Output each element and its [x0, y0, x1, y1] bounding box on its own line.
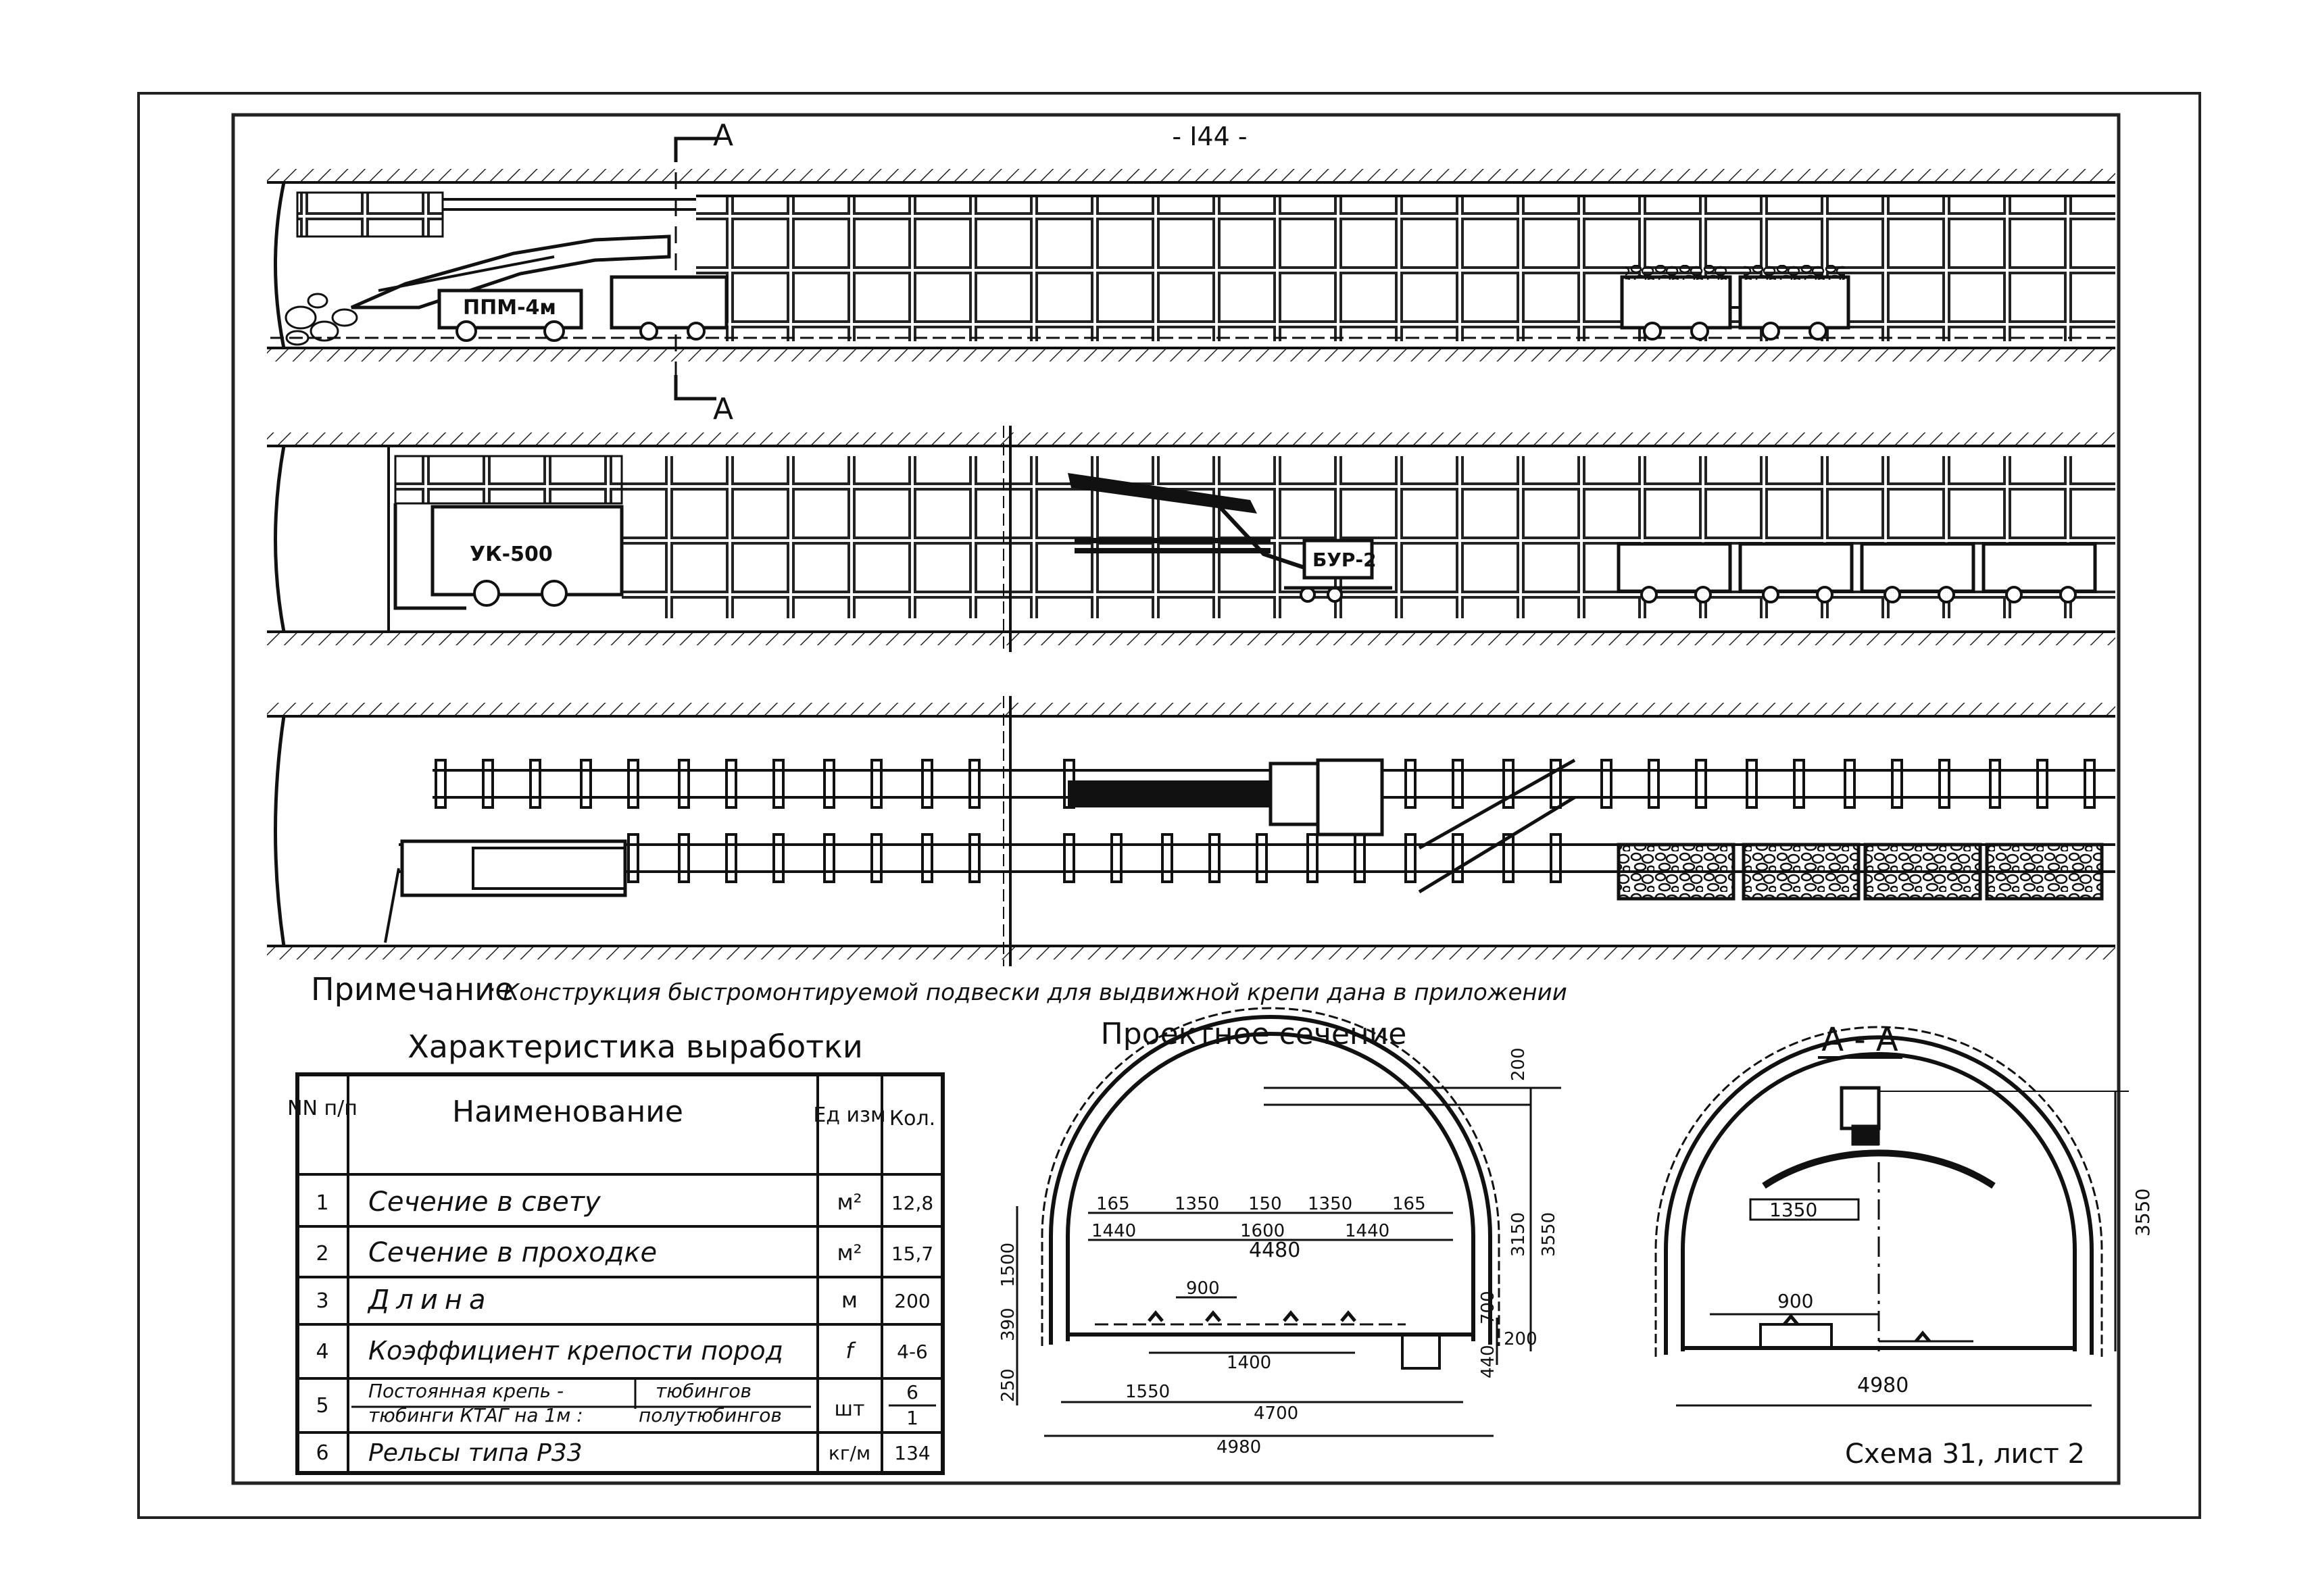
dim-4980: 4980 [1216, 1437, 1261, 1457]
table-cell-qty: 134 [894, 1442, 930, 1464]
section-aa-dims: 3550 1350 900 4980 [1769, 1189, 2154, 1397]
table-cell-qty: 12,8 [891, 1192, 933, 1214]
dim-150: 150 [1248, 1194, 1282, 1214]
table-cell-unit: м² [837, 1240, 862, 1266]
table-cell-qty: 15,7 [891, 1243, 933, 1265]
note-text: : Конструкция быстромонтируемой подвески… [488, 979, 1567, 1006]
aa-dim-900: 900 [1777, 1290, 1813, 1312]
table-cell-qty-a: 6 [906, 1381, 918, 1403]
dim-h-3150: 3150 [1508, 1212, 1529, 1257]
table-title: Характеристика выработки [408, 1028, 862, 1065]
dim-165-l: 165 [1096, 1194, 1130, 1214]
table-cell-unit: f [845, 1338, 856, 1364]
dim-v-1500: 1500 [998, 1243, 1018, 1287]
table-header-num: NN п/п [287, 1097, 358, 1120]
shotcrete-machine-label: УК-500 [470, 543, 553, 566]
sheet-frame [137, 92, 2201, 1519]
dim-v-200: 200 [1504, 1329, 1537, 1349]
table-header-qty: Кол. [889, 1107, 935, 1130]
aa-dim-1350: 1350 [1769, 1199, 1817, 1221]
table-row: 4 Коэффициент крепости пород f 4-6 [316, 1336, 927, 1366]
table-cell-name: Коэффициент крепости пород [368, 1336, 783, 1366]
table-cell-name: Рельсы типа Р33 [368, 1439, 583, 1467]
dim-1350-l: 1350 [1175, 1194, 1219, 1214]
section-mark-label-bottom: А [713, 392, 733, 426]
tunnel-view-2 [267, 426, 2115, 652]
dim-900: 900 [1186, 1278, 1220, 1299]
sheet-caption: Схема 31, лист 2 [1845, 1439, 2085, 1470]
dim-4480: 4480 [1249, 1239, 1300, 1262]
section-mark-label-top: А [713, 118, 733, 153]
dim-v-390: 390 [998, 1307, 1018, 1341]
dim-1550: 1550 [1125, 1382, 1170, 1402]
section-aa-drawing [1654, 1026, 2129, 1407]
table-row: 3 Длина м 200 [316, 1285, 930, 1316]
characteristics-table [295, 1072, 945, 1475]
dim-v-250: 250 [998, 1368, 1018, 1402]
dim-1400: 1400 [1227, 1353, 1271, 1373]
dim-v-440: 440 [1478, 1345, 1498, 1378]
table-row: 2 Сечение в проходке м² 15,7 [316, 1237, 933, 1268]
project-section-dims: 200 3150 3550 165 1350 150 1350 165 1440… [998, 1047, 1559, 1457]
table-cell-name: Сечение в проходке [368, 1237, 657, 1268]
tunnel-view-1 [267, 169, 2115, 361]
table-cell-qty: 200 [894, 1290, 930, 1312]
table-cell-num: 2 [316, 1242, 328, 1266]
table-cell-name: Длина [367, 1285, 492, 1316]
table-cell-unit: кг/м [829, 1442, 870, 1464]
aa-dim-4980: 4980 [1857, 1374, 1909, 1397]
aa-dim-h-3550: 3550 [2132, 1189, 2154, 1237]
dim-v-700: 700 [1478, 1291, 1498, 1324]
loader-label: ППМ-4м [463, 296, 556, 320]
section-mark [674, 136, 716, 401]
table-cell-name: Сечение в свету [368, 1187, 601, 1218]
project-section-drawing [1016, 1007, 1561, 1437]
table-row: 1 Сечение в свету м² 12,8 [316, 1187, 933, 1218]
table-cell-num: 3 [316, 1289, 328, 1313]
table-row: 5 Постоянная крепь - тюбинги КТАГ на 1м … [316, 1380, 918, 1429]
table-cell-name-b: тюбинги КТАГ на 1м : [368, 1404, 583, 1426]
dim-4700: 4700 [1254, 1403, 1298, 1424]
table-cell-qty-b: 1 [906, 1407, 918, 1429]
tunnel-view-3 [267, 696, 2115, 966]
table-cell-name-a: Постоянная крепь - [368, 1380, 564, 1402]
dim-165-r: 165 [1392, 1194, 1426, 1214]
table-cell-sub-a: тюбингов [656, 1380, 752, 1402]
table-header-name: Наименование [452, 1095, 683, 1129]
table-cell-sub-b: полутюбингов [639, 1404, 782, 1426]
dim-1600: 1600 [1240, 1221, 1285, 1241]
table-cell-qty: 4-6 [897, 1341, 928, 1363]
table-cell-unit: шт [835, 1397, 865, 1421]
drill-label: БУР-2 [1312, 549, 1377, 571]
table-cell-unit: м [841, 1287, 858, 1313]
page-number: - I44 - [1172, 122, 1247, 151]
dim-h-3550: 3550 [1539, 1212, 1559, 1257]
dim-1350-r: 1350 [1308, 1194, 1352, 1214]
dim-1440-l: 1440 [1091, 1221, 1136, 1241]
table-header-num-text: NN п/п [287, 1097, 358, 1120]
dim-1440-r: 1440 [1345, 1221, 1389, 1241]
table-cell-unit: м² [837, 1189, 862, 1215]
table-header-unit: Ед изм [813, 1103, 885, 1127]
table-row: 6 Рельсы типа Р33 кг/м 134 [316, 1439, 930, 1467]
table-cell-num: 6 [316, 1441, 328, 1465]
table-cell-num: 5 [316, 1394, 328, 1418]
note-label: Примечание [311, 971, 514, 1007]
dim-top-200: 200 [1508, 1047, 1529, 1081]
table-cell-num: 4 [316, 1340, 328, 1364]
table-cell-num: 1 [316, 1191, 328, 1215]
